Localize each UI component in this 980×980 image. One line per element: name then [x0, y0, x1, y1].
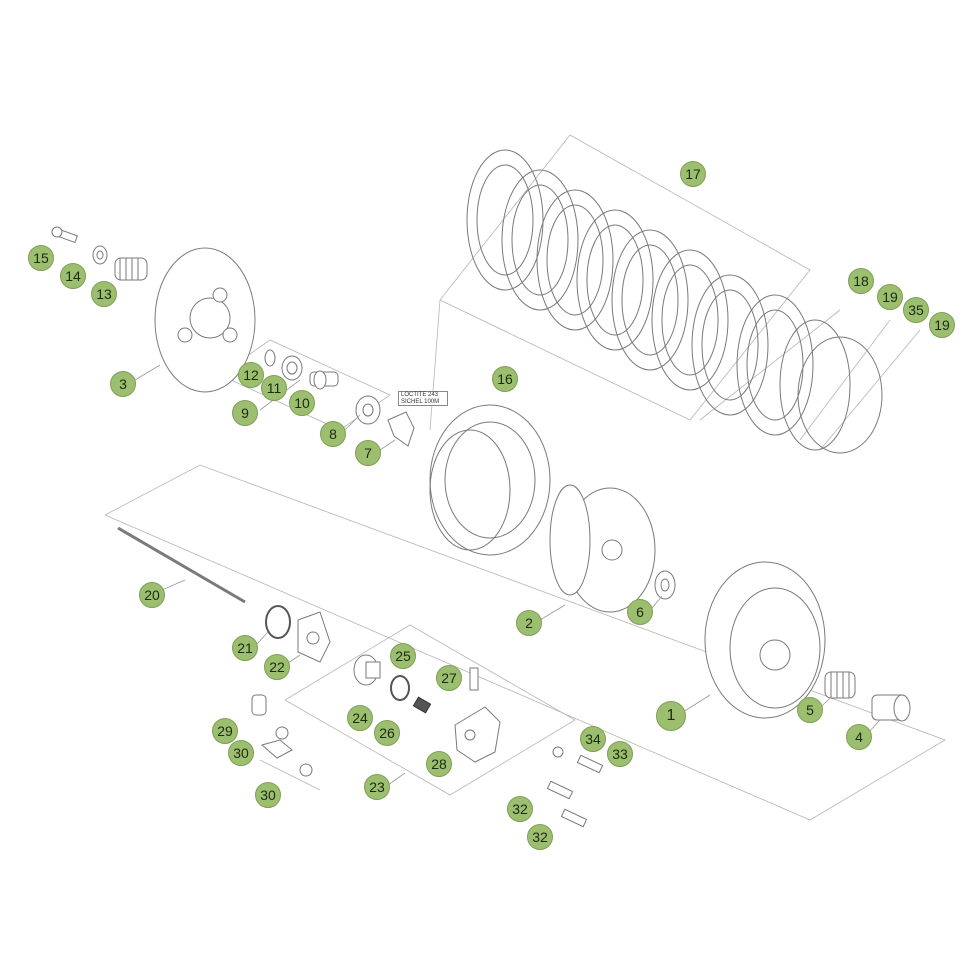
- callout-10[interactable]: 10: [289, 390, 315, 416]
- callout-24[interactable]: 24: [347, 705, 373, 731]
- callout-25[interactable]: 25: [390, 643, 416, 669]
- clutch-basket-part-1: [704, 561, 826, 719]
- inner-hub-part-2: [549, 484, 656, 613]
- spring-part-26: [412, 696, 432, 714]
- needle-bearing-part-5: [824, 671, 856, 699]
- washers-part-30: [260, 726, 313, 777]
- oring-part-21: [265, 605, 291, 639]
- callout-7[interactable]: 7: [355, 440, 381, 466]
- callout-32-lower[interactable]: 32: [527, 824, 553, 850]
- callout-4[interactable]: 4: [846, 724, 872, 750]
- group-outline-lines: [104, 134, 946, 821]
- callout-11[interactable]: 11: [261, 375, 287, 401]
- note-line-1: LOCTITE 243: [401, 392, 439, 398]
- callout-3[interactable]: 3: [110, 371, 136, 397]
- callout-13[interactable]: 13: [91, 281, 117, 307]
- clutch-plates-part-17: [466, 149, 883, 454]
- callout-27[interactable]: 27: [436, 665, 462, 691]
- callout-23[interactable]: 23: [364, 774, 390, 800]
- callout-5[interactable]: 5: [797, 697, 823, 723]
- callout-32-upper[interactable]: 32: [507, 796, 533, 822]
- bolt-part-15: [51, 226, 79, 244]
- washer-part-14: [92, 245, 108, 265]
- bushing-part-4: [871, 694, 911, 722]
- callout-22[interactable]: 22: [264, 654, 290, 680]
- callout-30-upper[interactable]: 30: [228, 740, 254, 766]
- callout-21[interactable]: 21: [232, 635, 258, 661]
- callout-26[interactable]: 26: [374, 720, 400, 746]
- oring-part-25: [390, 675, 410, 701]
- loctite-note: LOCTITE 243 SICHEL 100M: [398, 391, 448, 406]
- bearing-assembly-parts: [264, 349, 339, 390]
- clutch-hub-part-16: [429, 404, 551, 556]
- callout-17[interactable]: 17: [680, 161, 706, 187]
- pushrod-part-20: [117, 526, 246, 604]
- pressure-plate-part-3: [154, 247, 256, 393]
- callout-6[interactable]: 6: [627, 599, 653, 625]
- slave-cylinder-part-28: [454, 706, 501, 763]
- callout-9[interactable]: 9: [232, 400, 258, 426]
- bleeder-part-27: [469, 667, 479, 691]
- callout-29[interactable]: 29: [212, 718, 238, 744]
- spring-part-13: [114, 257, 148, 281]
- callout-14[interactable]: 14: [60, 263, 86, 289]
- callout-16[interactable]: 16: [492, 366, 518, 392]
- banjo-bolt-part-29: [251, 694, 267, 716]
- callout-19-upper[interactable]: 19: [877, 284, 903, 310]
- callout-2[interactable]: 2: [516, 610, 542, 636]
- callout-1[interactable]: 1: [656, 701, 686, 731]
- washer-part-6: [654, 570, 676, 600]
- callout-15[interactable]: 15: [28, 245, 54, 271]
- callout-35[interactable]: 35: [903, 297, 929, 323]
- note-line-2: SICHEL 100M: [401, 399, 440, 405]
- gasket-part-22: [297, 611, 331, 663]
- callout-28[interactable]: 28: [426, 751, 452, 777]
- callout-20[interactable]: 20: [139, 582, 165, 608]
- callout-33[interactable]: 33: [607, 741, 633, 767]
- piston-part-24: [353, 654, 381, 686]
- callout-34[interactable]: 34: [580, 726, 606, 752]
- callout-8[interactable]: 8: [320, 421, 346, 447]
- callout-19-lower[interactable]: 19: [929, 312, 955, 338]
- leader-lines: [134, 364, 881, 786]
- bolts-parts-32-33-34: [546, 746, 604, 828]
- callout-30-lower[interactable]: 30: [255, 782, 281, 808]
- nut-and-lockwasher-parts: [355, 395, 415, 447]
- callout-18[interactable]: 18: [848, 268, 874, 294]
- callout-12[interactable]: 12: [238, 362, 264, 388]
